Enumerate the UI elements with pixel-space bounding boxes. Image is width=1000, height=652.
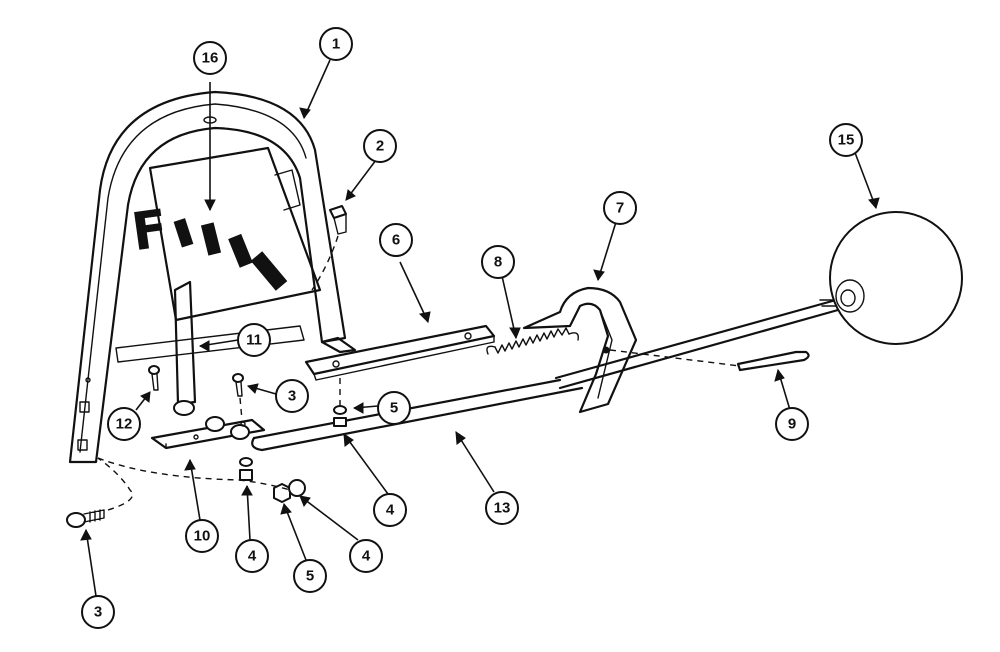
svg-text:6: 6 [392, 232, 400, 249]
dial-mark-4 [250, 251, 288, 291]
svg-text:3: 3 [94, 604, 102, 621]
svg-text:16: 16 [202, 50, 219, 67]
gauge-housing [68, 90, 357, 464]
nut-washer-stack-bottom [273, 479, 306, 503]
callout-10: 10 [185, 519, 219, 553]
svg-text:10: 10 [194, 528, 211, 545]
svg-text:1: 1 [332, 36, 340, 53]
gauge-pointer [173, 280, 197, 416]
dial-full-mark: F [128, 199, 172, 263]
callout-9: 9 [775, 407, 809, 441]
svg-text:9: 9 [788, 416, 796, 433]
callout-13: 13 [485, 491, 519, 525]
screw-bracket [148, 365, 160, 391]
svg-text:8: 8 [494, 254, 502, 271]
svg-text:7: 7 [616, 200, 624, 217]
svg-text:12: 12 [116, 416, 133, 433]
callout-7: 7 [603, 191, 637, 225]
dial-mark-2 [200, 222, 222, 256]
svg-text:5: 5 [390, 400, 398, 417]
leader-lines [80, 59, 880, 597]
gauge-dial-face: F [128, 146, 322, 322]
spring [486, 327, 579, 355]
nut-washer-stack-center [333, 405, 347, 427]
nut-washer-stack-left [239, 457, 253, 481]
rod-clamp [522, 286, 638, 414]
pivot-bracket [150, 416, 266, 450]
screw-pointer [232, 373, 244, 397]
float-ball [829, 211, 963, 345]
callout-3a: 3 [275, 379, 309, 413]
callout-4a: 4 [373, 493, 407, 527]
dial-mark-3 [228, 233, 253, 268]
callout-11: 11 [237, 323, 271, 357]
svg-text:4: 4 [386, 502, 395, 519]
svg-text:3: 3 [288, 388, 296, 405]
dial-mark-1 [173, 218, 194, 248]
callout-4b: 4 [235, 539, 269, 573]
screw-top [329, 205, 347, 235]
callout-4c: 4 [349, 539, 383, 573]
svg-text:13: 13 [494, 500, 511, 517]
callout-3b: 3 [81, 595, 115, 629]
callout-5b: 5 [293, 559, 327, 593]
assembly-lines [97, 235, 741, 511]
svg-text:2: 2 [376, 138, 384, 155]
callout-15: 15 [829, 123, 863, 157]
callout-5a: 5 [377, 391, 411, 425]
callout-12: 12 [107, 407, 141, 441]
screw-bottom-left [66, 509, 105, 528]
callout-16: 16 [193, 41, 227, 75]
svg-text:5: 5 [306, 568, 314, 585]
callout-2: 2 [363, 129, 397, 163]
svg-text:15: 15 [838, 132, 855, 149]
svg-text:4: 4 [248, 548, 257, 565]
svg-text:4: 4 [362, 548, 371, 565]
svg-text:11: 11 [246, 332, 262, 349]
mounting-strap [304, 324, 496, 381]
callout-6: 6 [379, 223, 413, 257]
callout-1: 1 [319, 27, 353, 61]
cotter-pin [736, 350, 810, 372]
callout-8: 8 [481, 245, 515, 279]
